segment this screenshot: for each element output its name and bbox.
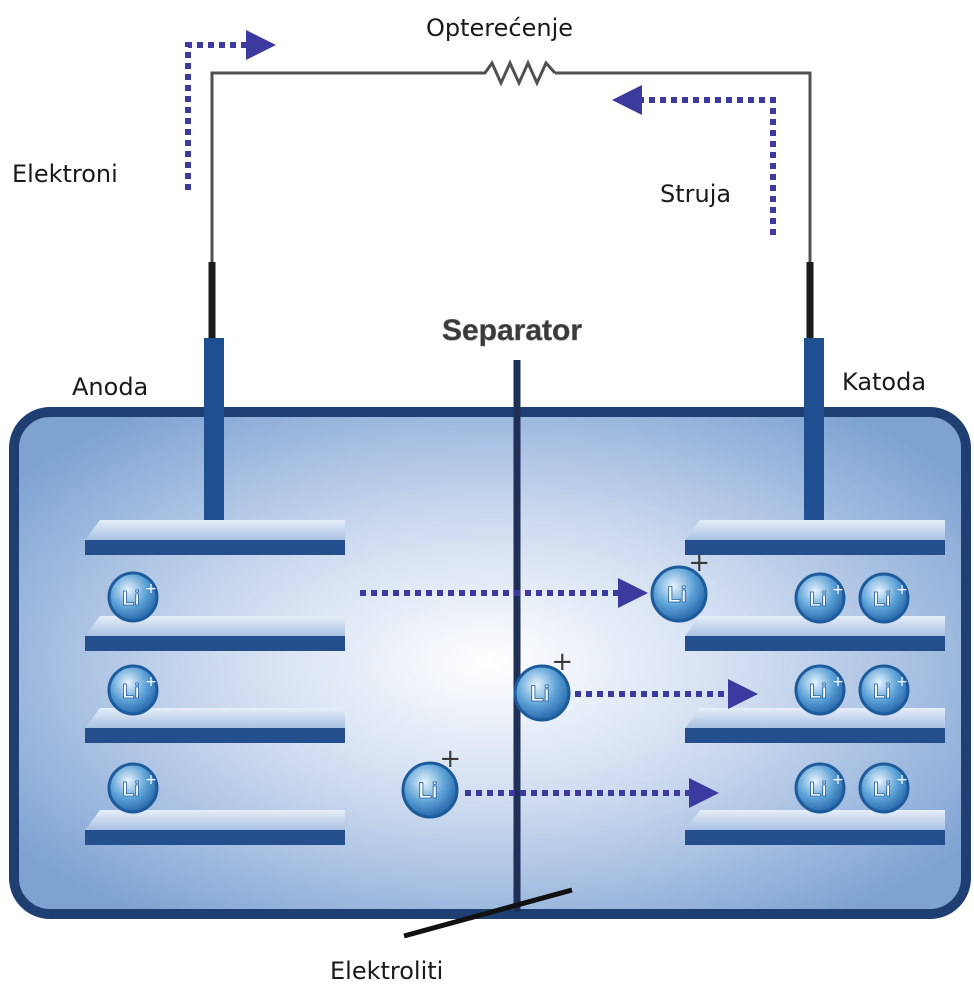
- electrolyte-label: Elektroliti: [330, 957, 444, 985]
- lithium-ion: Li +: [794, 664, 846, 716]
- lithium-ion: Li+: [513, 647, 573, 722]
- current-flow-arrow: [612, 85, 776, 235]
- ion-symbol: Li: [530, 681, 550, 706]
- ion-charge: +: [896, 582, 908, 598]
- separator-label: Separator: [442, 314, 582, 347]
- ion-charge: +: [439, 744, 461, 774]
- lithium-ions: Li+Li+Li+Li+Li+Li+Li+Li+Li+Li+Li+Li+: [107, 548, 910, 819]
- ion-symbol: Li: [873, 779, 891, 801]
- anode-plate: [85, 616, 345, 651]
- ion-symbol: Li: [873, 681, 891, 703]
- ion-symbol: Li: [418, 778, 438, 803]
- anode-label: Anoda: [72, 373, 149, 401]
- lithium-ion: Li +: [858, 572, 910, 624]
- ion-charge: +: [832, 772, 844, 788]
- current-label: Struja: [660, 180, 732, 208]
- lithium-ion: Li +: [794, 762, 846, 814]
- ion-symbol: Li: [873, 589, 891, 611]
- ion-symbol: Li: [667, 582, 687, 607]
- ion-charge: +: [896, 674, 908, 690]
- cathode-post: [804, 338, 824, 543]
- anode-plate: [85, 708, 345, 743]
- ion-symbol: Li: [809, 589, 827, 611]
- cathode-label: Katoda: [842, 368, 927, 396]
- cathode-plate: [685, 520, 945, 555]
- anode-plate: [85, 520, 345, 555]
- lithium-ion: Li +: [858, 762, 910, 814]
- electron-flow-arrow: [185, 30, 276, 190]
- ion-charge: +: [145, 674, 157, 690]
- lithium-ion: Li+: [650, 548, 710, 623]
- lithium-ion: Li +: [858, 664, 910, 716]
- ion-symbol: Li: [122, 681, 140, 703]
- anode-post: [204, 338, 224, 543]
- ion-charge: +: [145, 581, 157, 597]
- lithium-ion: Li +: [107, 664, 159, 716]
- lithium-ion: Li +: [794, 572, 846, 624]
- electrolyte-pointer: [403, 887, 573, 939]
- load-resistor-symbol: [475, 59, 557, 87]
- ion-charge: +: [896, 772, 908, 788]
- lithium-ion: Li+: [401, 744, 461, 819]
- ion-charge: +: [832, 674, 844, 690]
- electrons-label: Elektroni: [12, 160, 118, 188]
- lithium-ion: Li +: [107, 762, 159, 814]
- ion-charge: +: [145, 772, 157, 788]
- ion-charge: +: [688, 548, 710, 578]
- ion-symbol: Li: [809, 779, 827, 801]
- ion-symbol: Li: [122, 588, 140, 610]
- anode-plates: [85, 520, 345, 845]
- ion-charge: +: [551, 647, 573, 677]
- anode-plate: [85, 810, 345, 845]
- load-label: Opterećenje: [426, 14, 574, 42]
- ion-symbol: Li: [809, 681, 827, 703]
- lithium-ion: Li +: [107, 571, 159, 623]
- cathode-plate: [685, 810, 945, 845]
- ion-symbol: Li: [122, 779, 140, 801]
- circuit-wire: [210, 71, 812, 265]
- ion-charge: +: [832, 582, 844, 598]
